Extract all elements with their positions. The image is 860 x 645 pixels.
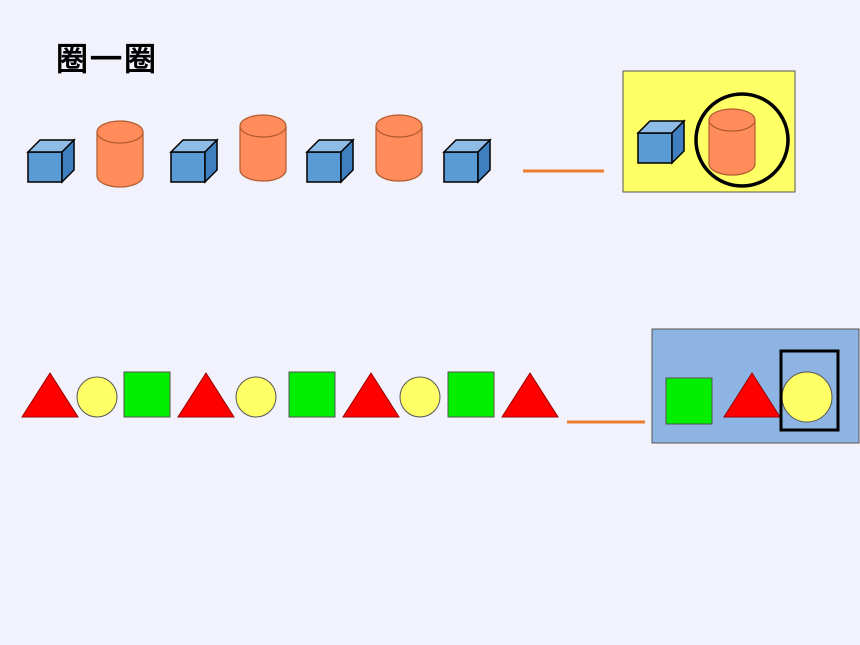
cube-icon[interactable] <box>443 139 491 183</box>
selection-circle <box>694 92 790 188</box>
square-icon[interactable] <box>665 377 713 425</box>
triangle-icon[interactable] <box>342 372 400 418</box>
triangle-icon[interactable] <box>21 372 79 418</box>
circle-icon[interactable] <box>399 376 441 418</box>
cube-icon[interactable] <box>637 120 685 164</box>
square-icon[interactable] <box>288 371 336 418</box>
triangle-icon[interactable] <box>177 372 235 418</box>
triangle-icon[interactable] <box>501 372 559 418</box>
square-icon[interactable] <box>447 371 495 418</box>
triangle-icon[interactable] <box>723 372 781 418</box>
cube-icon[interactable] <box>27 139 75 183</box>
cube-icon[interactable] <box>170 139 218 183</box>
square-icon[interactable] <box>123 371 171 418</box>
cylinder-icon[interactable] <box>239 114 287 182</box>
circle-icon[interactable] <box>781 371 833 423</box>
circle-icon[interactable] <box>76 376 118 418</box>
row1-sequence <box>27 114 491 188</box>
cylinder-icon[interactable] <box>375 114 423 182</box>
cylinder-icon[interactable] <box>96 120 144 188</box>
cylinder-icon[interactable] <box>708 108 756 176</box>
circle-icon[interactable] <box>235 376 277 418</box>
row2-sequence <box>21 371 559 418</box>
row2-answer-box <box>651 328 860 444</box>
selection-rectangle <box>779 349 840 432</box>
row1-answer-box <box>622 70 796 193</box>
cube-icon[interactable] <box>306 139 354 183</box>
slide-title: 圈一圈 <box>56 40 159 78</box>
